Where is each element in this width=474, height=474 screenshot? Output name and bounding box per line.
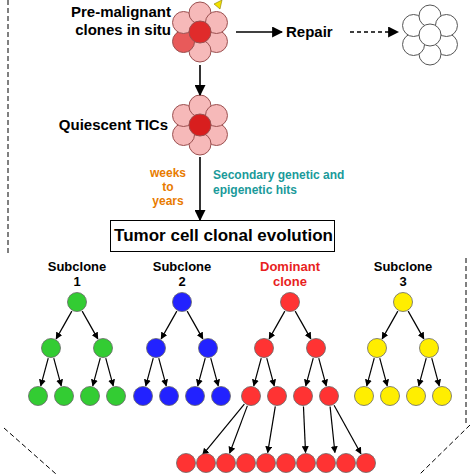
clone-cell — [134, 387, 153, 406]
clone-cell — [42, 339, 61, 358]
division-arrow — [334, 405, 361, 454]
clone-cell — [337, 454, 356, 473]
cell-cluster — [403, 5, 458, 65]
division-arrow — [41, 358, 49, 386]
clone-cell — [277, 454, 296, 473]
clone-cell — [186, 387, 205, 406]
division-arrow — [267, 358, 275, 386]
clone-cell — [281, 293, 300, 312]
clone-cell — [29, 387, 48, 406]
division-arrow — [432, 358, 440, 386]
clone-cell — [94, 339, 113, 358]
repair-arrow — [350, 31, 398, 33]
clone-cell — [394, 293, 413, 312]
division-arrow — [306, 358, 314, 386]
clone-cell — [257, 454, 276, 473]
clone-cell — [433, 387, 452, 406]
division-arrow — [161, 311, 177, 339]
division-arrow — [269, 311, 285, 339]
division-arrow — [198, 358, 206, 386]
cell-cluster-node: Quiescent TICs — [40, 95, 235, 157]
clone-cell — [420, 339, 439, 358]
clone-cell — [255, 339, 274, 358]
clone-cell — [307, 339, 326, 358]
division-arrow — [408, 311, 424, 339]
division-arrow — [319, 358, 327, 386]
clone-label: Subclone 3 — [370, 259, 436, 289]
clone-cell — [368, 339, 387, 358]
division-arrow — [367, 358, 375, 386]
clone-cell — [212, 387, 231, 406]
division-arrow — [146, 358, 154, 386]
cell-cluster — [173, 95, 228, 155]
clone-cell — [320, 387, 339, 406]
clone-label: Subclone 1 — [44, 259, 110, 289]
annotation-text: Secondary genetic and epigenetic hits — [213, 168, 353, 198]
clone-cell — [381, 387, 400, 406]
node-title: Tumor cell clonal evolution — [111, 226, 336, 246]
dashed-bracket — [420, 425, 470, 474]
division-arrow — [330, 406, 335, 452]
clone-cell — [173, 293, 192, 312]
division-arrow — [230, 406, 248, 453]
division-arrow — [54, 358, 62, 386]
clone-cell — [355, 387, 374, 406]
division-arrow — [295, 311, 311, 339]
clone-label: Dominant clone — [257, 259, 323, 289]
division-arrow — [268, 406, 276, 452]
clone-cell — [107, 387, 126, 406]
mutation-mark — [214, 0, 222, 9]
repair-arrow — [236, 31, 282, 33]
clone-label: Subclone 2 — [149, 259, 215, 289]
division-arrow — [187, 311, 203, 339]
division-arrow — [380, 358, 388, 386]
division-arrow — [419, 358, 427, 386]
cell-cluster — [173, 2, 228, 62]
dashed-bracket — [466, 258, 467, 425]
process-box: Tumor cell clonal evolution — [110, 220, 335, 252]
division-arrow — [93, 358, 101, 386]
annotation-text: weeks to years — [146, 166, 190, 208]
clone-cell — [268, 387, 287, 406]
division-arrow — [254, 358, 262, 386]
cell — [189, 114, 211, 136]
clone-cell — [217, 454, 236, 473]
dashed-bracket — [8, 0, 9, 255]
clone-cell — [160, 387, 179, 406]
clone-cell — [197, 454, 216, 473]
division-arrow — [82, 311, 98, 339]
division-arrow — [303, 406, 305, 452]
cell — [419, 24, 441, 46]
clone-cell — [237, 454, 256, 473]
cell-cluster-node: Pre-malignant clones in situ — [55, 0, 235, 65]
division-arrow — [56, 311, 72, 339]
clone-cell — [407, 387, 426, 406]
division-arrow — [159, 358, 167, 386]
clone-cell — [81, 387, 100, 406]
division-arrow — [382, 311, 398, 339]
clone-cell — [55, 387, 74, 406]
clone-cell — [357, 454, 376, 473]
clone-cell — [317, 454, 336, 473]
flow-arrow — [199, 157, 201, 220]
node-title: Pre-malignant clones in situ — [55, 3, 171, 39]
flow-arrow — [199, 65, 201, 95]
clone-cell — [147, 339, 166, 358]
clone-cell — [177, 454, 196, 473]
node-title: Quiescent TICs — [40, 116, 168, 134]
clone-cell — [242, 387, 261, 406]
division-arrow — [106, 358, 114, 386]
clone-cell — [199, 339, 218, 358]
clone-cell — [297, 454, 316, 473]
annotation-text: Repair — [286, 23, 356, 41]
clone-cell — [294, 387, 313, 406]
clone-cell — [68, 293, 87, 312]
dashed-bracket — [4, 428, 56, 474]
cell — [189, 21, 211, 43]
division-arrow — [211, 358, 219, 386]
